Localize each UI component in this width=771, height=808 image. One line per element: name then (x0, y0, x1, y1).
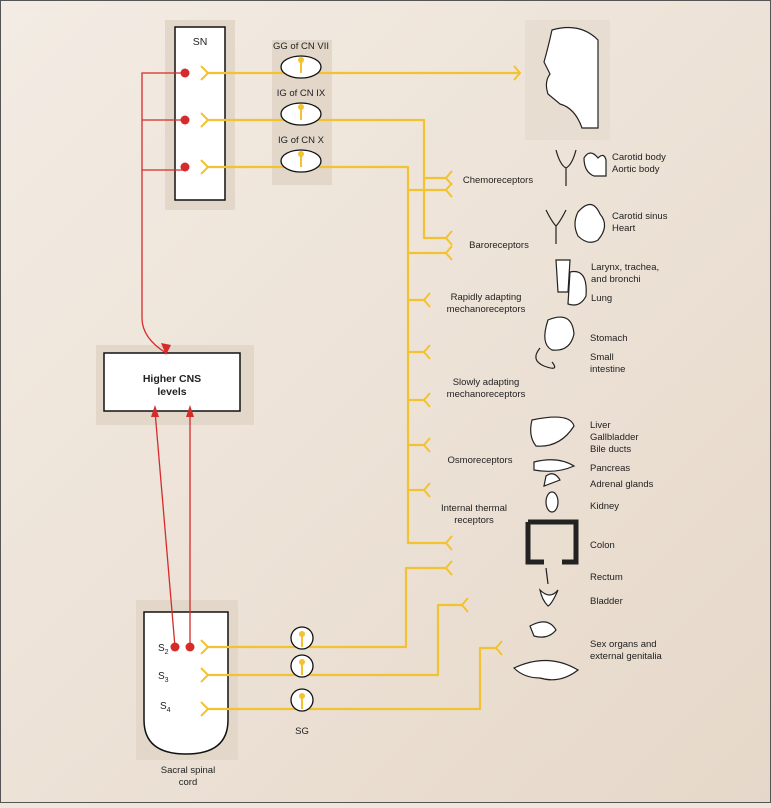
kidney-icon (545, 491, 559, 513)
rectum-label: Rectum (590, 572, 623, 583)
thermal-receptors-label-2: receptors (454, 515, 494, 526)
rapid-mechanoreceptors-label-1: Rapidly adapting (451, 292, 522, 303)
aortic-body-icon (583, 152, 607, 177)
gallbladder-label: Gallbladder (590, 432, 639, 443)
sex-organs-label-1: Sex organs and (590, 639, 657, 650)
lung-icon (567, 270, 587, 306)
baroreceptors-label: Baroreceptors (469, 240, 529, 251)
cns-arrowheads (151, 343, 194, 417)
carotid-body-label: Carotid body (612, 152, 666, 163)
colon-label: Colon (590, 540, 615, 551)
ganglion-sg-s2 (290, 626, 314, 650)
ganglion-ig10 (280, 149, 322, 173)
small-intestine-icon (535, 347, 556, 369)
gg7-label: GG of CN VII (273, 41, 329, 52)
pancreas-icon (533, 459, 576, 472)
genitalia-icon (512, 659, 580, 681)
bladder-icon (539, 588, 559, 607)
higher-cns-label-1: Higher CNS (143, 373, 201, 385)
thermal-receptors-label-1: Internal thermal (441, 503, 507, 514)
chemoreceptors-label: Chemoreceptors (463, 175, 533, 186)
solitary-nucleus-box (174, 26, 226, 201)
adrenal-glands-label: Adrenal glands (590, 479, 654, 490)
organ-illustrations (512, 27, 607, 681)
aortic-body-label: Aortic body (612, 164, 660, 175)
s4-label: S4 (160, 701, 171, 714)
sex-organs-label-2: external genitalia (590, 651, 663, 662)
liver-icon (530, 416, 575, 447)
liver-label: Liver (590, 420, 611, 431)
slow-mechanoreceptors-label-2: mechanoreceptors (447, 389, 526, 400)
cns-pathways (141, 72, 191, 648)
ganglion-sg-s3 (290, 654, 314, 678)
ganglion-gg7 (280, 55, 322, 79)
sacral-label-2: cord (179, 777, 197, 788)
sn-label: SN (193, 36, 208, 48)
higher-cns-box (103, 352, 241, 412)
carotid-sinus-label: Carotid sinus (612, 211, 668, 222)
colon-icon (525, 519, 579, 565)
pancreas-label: Pancreas (590, 463, 630, 474)
carotid-sinus-icon (545, 209, 567, 244)
ganglion-sg-s4 (290, 688, 314, 712)
osmoreceptors-label: Osmoreceptors (448, 455, 513, 466)
rapid-mechanoreceptors-label-2: mechanoreceptors (447, 304, 526, 315)
receptor-endings (200, 65, 522, 717)
sg-label: SG (295, 726, 309, 737)
stomach-label: Stomach (590, 333, 628, 344)
ganglion-ig9 (280, 102, 322, 126)
ig9-label: IG of CN IX (277, 88, 326, 99)
sacral-label-1: Sacral spinal (161, 765, 215, 776)
ig10-label: IG of CN X (278, 135, 325, 146)
adrenal-icon (543, 473, 561, 487)
sacral-cord-shape (143, 611, 229, 755)
larynx-label-1: Larynx, trachea, (591, 262, 659, 273)
head-icon (543, 27, 599, 129)
carotid-body-icon (555, 149, 577, 186)
lung-label: Lung (591, 293, 612, 304)
s3-label: S3 (158, 671, 169, 684)
sex-organ-icon (529, 621, 557, 638)
bile-ducts-label: Bile ducts (590, 444, 631, 455)
neuron-cell-bodies (170, 68, 195, 652)
stomach-icon (544, 316, 575, 351)
small-intestine-label-2: intestine (590, 364, 625, 375)
slow-mechanoreceptors-label-1: Slowly adapting (453, 377, 520, 388)
larynx-label-2: and bronchi (591, 274, 641, 285)
s2-label: S2 (158, 643, 169, 656)
higher-cns-label-2: levels (157, 386, 186, 398)
kidney-label: Kidney (590, 501, 619, 512)
rectum-icon (545, 567, 549, 585)
heart-label: Heart (612, 223, 636, 234)
trachea-icon (555, 259, 571, 293)
bladder-label: Bladder (590, 596, 623, 607)
small-intestine-label-1: Small (590, 352, 614, 363)
heart-icon (574, 203, 606, 243)
